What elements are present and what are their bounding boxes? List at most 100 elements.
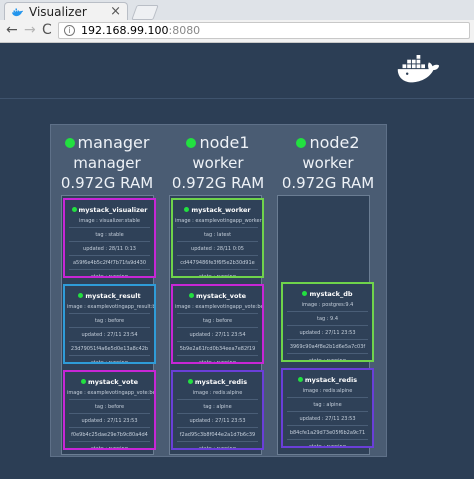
service-updated: updated : 28/11 0:05	[191, 246, 244, 252]
divider	[177, 227, 258, 228]
running-dot-icon	[78, 293, 84, 298]
divider	[177, 255, 258, 256]
running-dot-icon	[80, 379, 86, 384]
running-dot-icon	[187, 379, 193, 384]
new-tab-button[interactable]	[131, 5, 159, 20]
service-card-mystack-vote[interactable]: mystack_vote image : examplevotingapp_vo…	[63, 370, 156, 450]
url-host: 192.168.99.100	[81, 24, 169, 37]
divider	[177, 269, 258, 270]
node-ram: 0.972G RAM	[60, 174, 154, 192]
url-text: 192.168.99.100:8080	[81, 24, 200, 37]
service-id: cd4479486fe3f6f5e2b30d91e	[180, 260, 255, 266]
service-id: 23d79051f4a6e5d0e13a8c42b	[70, 346, 149, 352]
node-role: worker	[302, 154, 354, 172]
running-dot-icon	[71, 207, 77, 212]
node-header-node2: node2 worker 0.972G RAM	[272, 133, 384, 193]
service-image: image : visualizer:stable	[78, 218, 141, 224]
browser-toolbar: ← → C i 192.168.99.100:8080	[0, 20, 474, 43]
service-state: state : running	[91, 274, 128, 278]
address-bar[interactable]: i 192.168.99.100:8080	[58, 22, 470, 39]
tab-title: Visualizer	[29, 5, 87, 19]
service-updated: updated : 27/11 23:54	[189, 332, 246, 338]
divider	[287, 339, 368, 340]
node-header-manager: manager manager 0.972G RAM	[51, 133, 163, 193]
docker-whale-icon	[397, 55, 440, 83]
forward-arrow-icon[interactable]: →	[24, 22, 36, 38]
service-name: mystack_visualizer	[65, 206, 154, 214]
node-header-node1: node1 worker 0.972G RAM	[162, 133, 274, 193]
divider	[177, 441, 258, 442]
divider	[287, 353, 368, 354]
divider	[69, 327, 150, 328]
service-updated: updated : 27/11 23:53	[189, 418, 246, 424]
running-dot-icon	[186, 138, 197, 148]
service-updated: updated : 27/11 23:53	[299, 416, 356, 422]
divider	[177, 427, 258, 428]
running-dot-icon	[296, 138, 307, 148]
browser-tab[interactable]: Visualizer ×	[4, 2, 128, 20]
divider	[287, 411, 368, 412]
running-dot-icon	[188, 293, 194, 298]
service-tag: tag : before	[202, 318, 233, 324]
divider	[287, 311, 368, 312]
divider	[177, 327, 258, 328]
divider	[69, 313, 150, 314]
service-tag: tag : stable	[95, 232, 124, 238]
service-tag: tag : 9.4	[316, 316, 338, 322]
divider	[177, 341, 258, 342]
service-updated: updated : 28/11 0:13	[83, 246, 136, 252]
service-card-mystack-db[interactable]: mystack_db image : postgres:9.4 tag : 9.…	[281, 282, 374, 362]
running-dot-icon	[64, 138, 75, 148]
divider	[177, 241, 258, 242]
service-id: f0e9b4c25dae29e7b9c80a4d4	[71, 432, 148, 438]
divider	[287, 397, 368, 398]
divider	[69, 441, 150, 442]
service-name: mystack_redis	[283, 376, 372, 384]
service-tag: tag : before	[94, 318, 125, 324]
browser-tab-bar: Visualizer ×	[0, 0, 474, 20]
service-card-mystack-visualizer[interactable]: mystack_visualizer image : visualizer:st…	[63, 198, 156, 278]
service-card-mystack-redis[interactable]: mystack_redis image : redis:alpine tag :…	[281, 368, 374, 448]
service-image: image : examplevotingapp_worker	[175, 218, 262, 224]
running-dot-icon	[302, 291, 308, 296]
service-updated: updated : 27/11 23:54	[81, 332, 138, 338]
divider	[69, 399, 150, 400]
reload-icon[interactable]: C	[42, 22, 52, 38]
service-tag: tag : before	[94, 404, 125, 410]
service-card-mystack-worker[interactable]: mystack_worker image : examplevotingapp_…	[171, 198, 264, 278]
divider	[69, 269, 150, 270]
service-state: state : running	[309, 444, 346, 448]
service-id: f2ad95c3b8f044e2a1d7b6c39	[179, 432, 256, 438]
service-id: 3969c90a4f8e2b1d6e5a7c03f	[289, 344, 366, 350]
service-state: state : running	[199, 446, 236, 450]
url-port: :8080	[168, 24, 201, 37]
service-name: mystack_redis	[173, 378, 262, 386]
running-dot-icon	[297, 377, 303, 382]
node-name: node2	[272, 133, 384, 153]
divider	[69, 355, 150, 356]
service-state: state : running	[91, 446, 128, 450]
service-updated: updated : 27/11 23:53	[299, 330, 356, 336]
node-ram: 0.972G RAM	[171, 174, 265, 192]
docker-whale-icon	[12, 8, 23, 17]
service-image: image : examplevotingapp_vote:bef	[67, 390, 154, 396]
node-name: manager	[51, 133, 163, 153]
service-name: mystack_vote	[173, 292, 262, 300]
service-card-mystack-vote[interactable]: mystack_vote image : examplevotingapp_vo…	[171, 284, 264, 364]
service-id: b84cfe1a29d73e05f6b2a9c71	[289, 430, 366, 436]
service-card-mystack-redis[interactable]: mystack_redis image : redis:alpine tag :…	[171, 370, 264, 450]
back-arrow-icon[interactable]: ←	[6, 22, 18, 38]
service-id: a59f6e4b5c2f4f7b71fa9d430	[72, 260, 147, 266]
service-image: image : redis:alpine	[302, 388, 353, 394]
divider	[287, 325, 368, 326]
divider	[69, 241, 150, 242]
info-icon[interactable]: i	[64, 25, 75, 36]
service-card-mystack-result[interactable]: mystack_result image : examplevotingapp_…	[63, 284, 156, 364]
divider	[287, 425, 368, 426]
divider	[177, 413, 258, 414]
divider	[287, 439, 368, 440]
service-name: mystack_result	[65, 292, 154, 300]
tab-close-icon[interactable]: ×	[110, 4, 121, 19]
divider	[69, 227, 150, 228]
service-name: mystack_worker	[173, 206, 262, 214]
